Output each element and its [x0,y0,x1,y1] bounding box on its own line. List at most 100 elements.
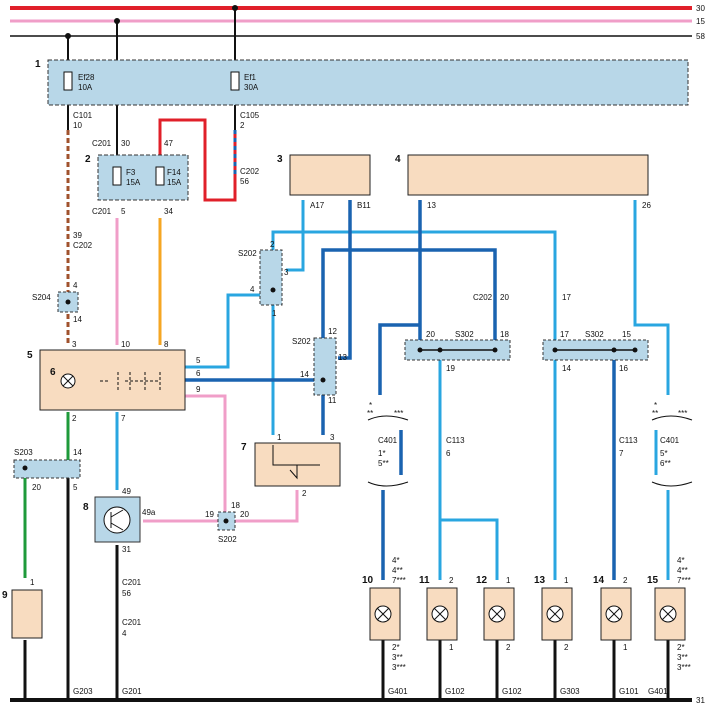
ground-label: G303 [560,687,580,696]
pin-label: 19 [205,510,214,519]
pin-label: 30 [121,139,130,148]
component-9 [11,589,43,639]
pin-label: 6 [446,449,451,458]
ground-rail: 31 [10,696,705,705]
pin-label: 2 [623,576,628,585]
splice-label: S202 [218,535,237,544]
pin-label: 18 [231,501,240,510]
component-number: 15 [647,575,659,586]
pin-label: 20 [32,483,41,492]
pin-label: 20 [426,330,435,339]
pin-label: 49 [122,487,131,496]
pin-label: 4 [250,285,255,294]
wire-light-blue [286,232,305,272]
switch-contacts-icon [100,372,161,392]
variant-pin: 7*** [392,576,406,585]
pin-label: B11 [357,201,371,210]
pin-label: 10 [121,340,130,349]
pin-label: 26 [642,201,651,210]
pin-label: 7 [121,414,126,423]
pin-label: 14 [562,364,571,373]
variant-pin: 3*** [392,663,406,672]
lamp-14: 14 2 1 [593,575,632,652]
pin-label: 2 [564,643,569,652]
lamp-cross [62,375,74,387]
pin-label: 8 [164,340,169,349]
fuse-name: Ef28 [78,73,95,82]
connector-label: C201 [92,207,112,216]
pin-label: 20 [500,293,509,302]
wire-light-blue [440,518,499,580]
splice-label: S202 [238,249,257,258]
connector-label: C201 [92,139,112,148]
pin-label: 7 [619,449,624,458]
ground-labels: G203 G201 G401 G102 G102 G303 G101 G401 [73,687,668,696]
splice-label: S202 [292,337,311,346]
component-number: 14 [593,575,605,586]
variant-brace [651,415,693,487]
pin-label: 2 [506,643,511,652]
splice-label: S204 [32,293,51,302]
junction-dot [270,287,276,293]
wire-red [158,118,237,202]
pin-label: 5 [196,356,201,365]
connector-label: C401 [660,436,680,445]
wires [23,8,670,700]
pin-label: 4 [73,281,78,290]
pin-label: 31 [122,545,131,554]
pin-label: 5 [73,483,78,492]
pin-label: 39 [73,231,82,240]
splice-s203 [13,459,81,479]
pin-label: 11 [328,396,337,405]
variant-pin: 2* [677,643,685,652]
ground-label: G203 [73,687,93,696]
junction-dot [223,518,229,524]
variant-pin: 7*** [677,576,691,585]
fuse-f3 [112,166,122,186]
fuse-rating: 10A [78,83,93,92]
fuse-name: Ef1 [244,73,257,82]
pin-label: 14 [73,315,82,324]
lamp-10: 10 4* 4** 7*** 2* 3** 3*** [362,556,406,672]
variant-marker: * [654,401,657,410]
component-number: 9 [2,590,8,601]
fuse-name: F14 [167,168,181,177]
variant-marker: *** [394,409,403,418]
connector-label: C202 [73,241,93,250]
junction-dot [22,465,28,471]
pin-label: 5 [121,207,126,216]
light-switch-module: 5 6 3 10 8 5 6 9 2 7 [27,340,201,423]
pin-label: 1 [449,643,454,652]
component-number: 10 [362,575,374,586]
module-3 [289,154,371,196]
component-number: 13 [534,575,546,586]
connector-label: C105 [240,111,260,120]
pin-label: 16 [619,364,628,373]
component-number: 8 [83,502,89,513]
wire-pink [235,490,299,523]
component-number: 1 [35,59,41,70]
lamp-11: 11 2 1 [419,575,458,652]
variant-pin: 1* [378,449,386,458]
pin-label: 56 [240,177,249,186]
component-number: 12 [476,575,488,586]
pin-label: 9 [196,385,201,394]
wire-light-blue [185,293,260,369]
wire-light-blue [650,323,670,395]
splice-label: S203 [14,448,33,457]
component-number: 3 [277,154,283,165]
pin-label: 17 [562,293,571,302]
pin-label: 14 [300,370,309,379]
component-number: 11 [419,575,430,586]
component-number: 2 [85,154,91,165]
variant-marker: *** [678,409,687,418]
ground-label: G102 [502,687,522,696]
pin-label: 49a [142,508,156,517]
pin-label: 2 [302,489,307,498]
pin-label: 12 [328,327,337,336]
variant-pin: 4* [677,556,685,565]
variant-marker: ** [652,409,658,418]
pin-label: 19 [446,364,455,373]
pin-label: 1 [277,433,282,442]
module-4 [407,154,649,196]
